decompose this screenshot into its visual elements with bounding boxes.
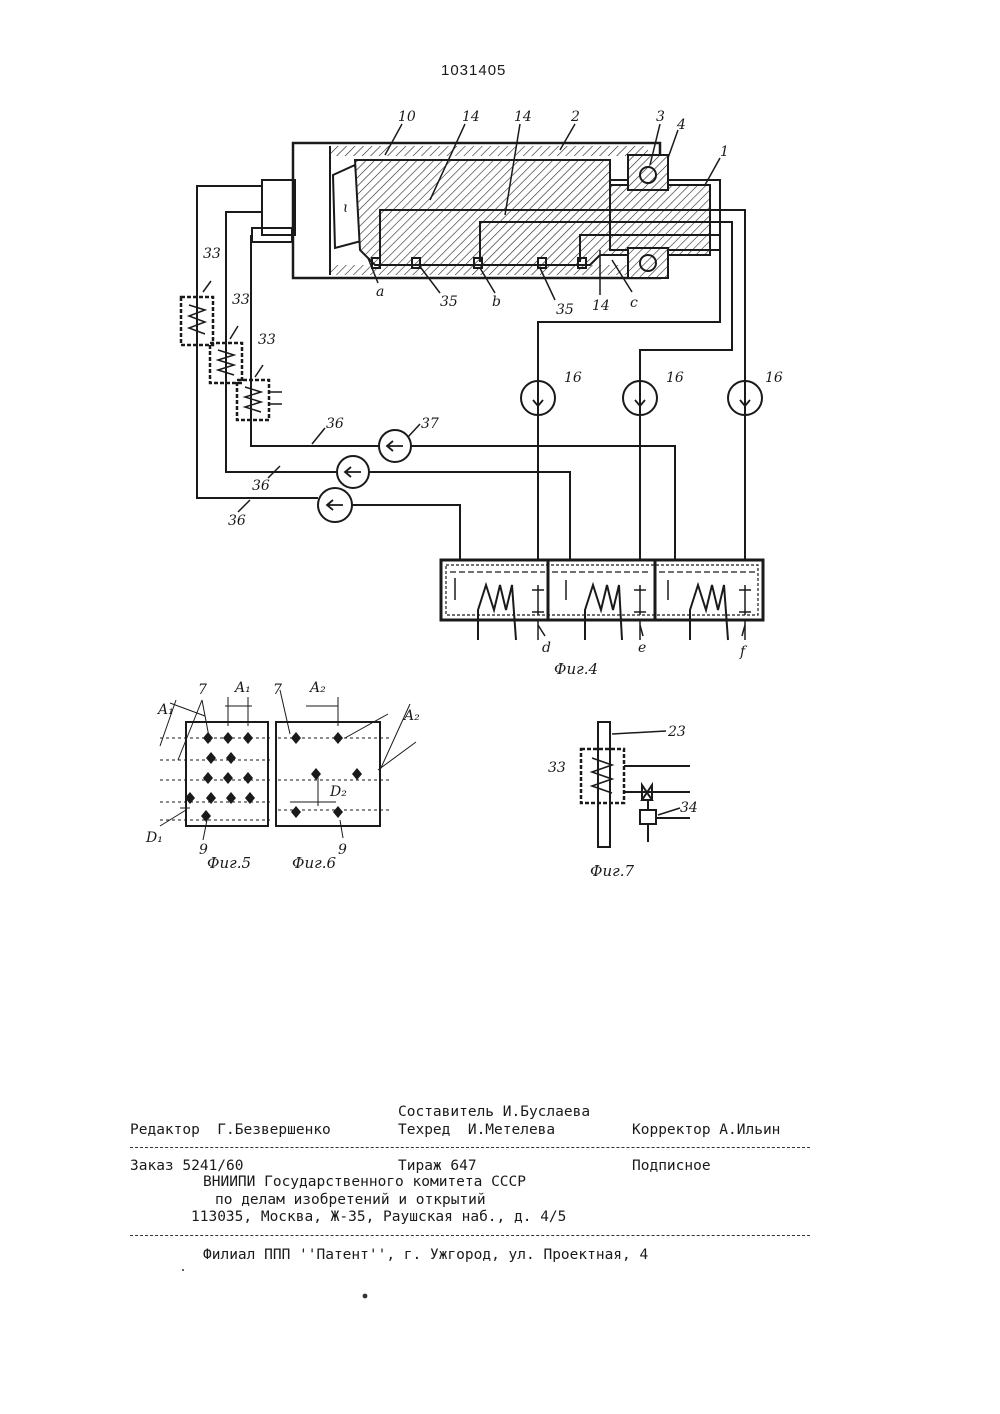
label-9: 9: [338, 842, 347, 858]
figure-4-caption: Фиг.4: [554, 660, 598, 678]
print-specks: [182, 1269, 367, 1298]
label-A2-diagonal: A₂: [402, 708, 420, 724]
order-line: Заказ 5241/60: [130, 1159, 244, 1174]
circulation-line: Тираж 647: [398, 1159, 477, 1174]
svg-text:ɩ: ɩ: [343, 200, 349, 216]
label-33: 33: [203, 246, 221, 262]
label-23: 23: [667, 724, 686, 740]
label-16: 16: [564, 370, 582, 386]
figure-6-labels: 7 A₂ A₂ D₂ 9 Фиг.6: [273, 680, 420, 872]
separator-line: [130, 1147, 810, 1148]
label-c: c: [630, 295, 638, 311]
label-34: 34: [680, 800, 698, 816]
label-b: b: [492, 294, 501, 310]
label-33: 33: [232, 292, 250, 308]
label-10: 10: [398, 109, 416, 125]
label-33: 33: [548, 760, 566, 776]
organization-line-2: по делам изобретений и открытий: [215, 1193, 486, 1208]
label-14: 14: [592, 298, 610, 314]
label-A1-diagonal: A₁: [156, 702, 174, 718]
figure-5: [160, 697, 270, 840]
label-A2: A₂: [308, 680, 326, 696]
compiler-line: Составитель И.Буслаева: [398, 1105, 590, 1120]
label-f: f: [739, 644, 748, 660]
label-33: 33: [258, 332, 276, 348]
label-1: 1: [720, 144, 729, 160]
label-3: 3: [656, 109, 665, 125]
label-D1: D₁: [145, 830, 163, 846]
label-37: 37: [421, 416, 439, 432]
branch-line: Филиал ППП ''Патент'', г. Ужгород, ул. П…: [203, 1248, 648, 1263]
label-16: 16: [765, 370, 783, 386]
separator-line: [130, 1235, 810, 1236]
label-7: 7: [198, 682, 207, 698]
label-7: 7: [273, 682, 282, 698]
label-35: 35: [440, 294, 458, 310]
subscription-line: Подписное: [632, 1159, 711, 1174]
label-14: 14: [514, 109, 532, 125]
label-A1: A₁: [233, 680, 251, 696]
label-2: 2: [570, 109, 580, 125]
label-36: 36: [252, 478, 270, 494]
corrector-line: Корректор А.Ильин: [632, 1123, 780, 1138]
label-36: 36: [326, 416, 344, 432]
label-14: 14: [462, 109, 480, 125]
label-4: 4: [676, 117, 686, 133]
label-D2: D₂: [329, 784, 347, 800]
address-line: 113035, Москва, Ж-35, Раушская наб., д. …: [191, 1210, 566, 1225]
techred-line: Техред И.Метелева: [398, 1123, 555, 1138]
label-a: a: [376, 284, 384, 300]
label-36: 36: [228, 513, 246, 529]
label-e: e: [638, 640, 646, 656]
figure-7-caption: Фиг.7: [590, 862, 634, 880]
label-16: 16: [666, 370, 684, 386]
label-35: 35: [556, 302, 574, 318]
figure-7: [581, 722, 690, 847]
figure-6: [276, 690, 416, 838]
organization-line-1: ВНИИПИ Государственного комитета СССР: [203, 1175, 526, 1190]
label-d: d: [542, 640, 551, 656]
figure-6-caption: Фиг.6: [292, 854, 336, 872]
figure-5-caption: Фиг.5: [207, 854, 251, 872]
editor-line: Редактор Г.Безвершенко: [130, 1123, 331, 1138]
